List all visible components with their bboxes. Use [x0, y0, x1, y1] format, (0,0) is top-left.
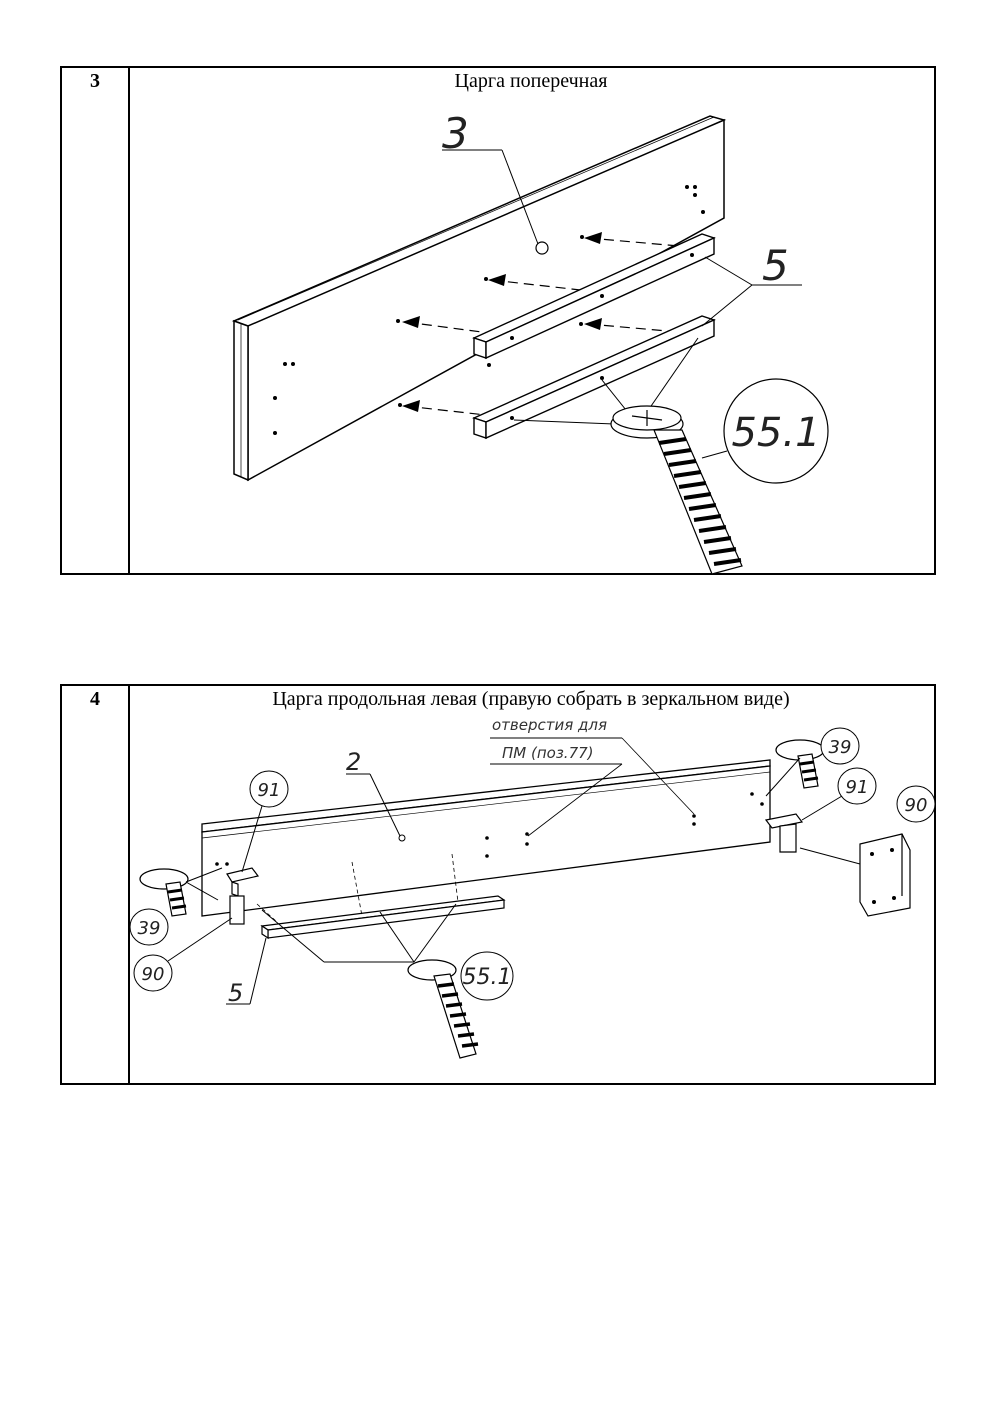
assembly-step-4: 4 Царга продольная левая (правую собрать… [60, 684, 936, 1085]
step-number: 3 [90, 70, 100, 92]
hole-note-line-1: отверстия для [492, 716, 607, 734]
left-screw-thread [167, 888, 187, 910]
center-hole [535, 241, 549, 255]
assembly-step-3: 3 Царга поперечная [60, 66, 936, 575]
callout-55-1: 55.1 [463, 965, 512, 990]
center-hole [398, 834, 406, 842]
center-screw-leaders [261, 903, 457, 963]
callout-circle-55-1 [723, 378, 829, 484]
right-screw-thread [799, 760, 819, 782]
callout-91-right: 91 [846, 777, 869, 798]
callout-5: 5 [762, 241, 789, 290]
right-plate-90 [859, 833, 911, 917]
step-number-cell: 3 [62, 68, 130, 573]
step-title: Царга поперечная [454, 70, 608, 92]
callout-55-1: 55.1 [731, 410, 820, 456]
wooden-bars [472, 233, 716, 440]
panel-holes [215, 792, 764, 866]
step-number: 4 [90, 688, 100, 710]
step-number-cell: 4 [62, 686, 130, 1083]
bar-holes [510, 253, 694, 420]
note-leaders [527, 737, 695, 837]
callout-3: 3 [442, 109, 469, 158]
callout-90-left: 90 [142, 964, 165, 985]
callout-91-left: 91 [258, 780, 281, 801]
callout-39-left: 39 [138, 918, 161, 939]
callout-2: 2 [346, 748, 361, 776]
side-rail-panel [201, 759, 771, 917]
arrowheads [402, 232, 602, 412]
callout-90-right: 90 [905, 795, 928, 816]
hole-note-line-2: ПМ (поз.77) [502, 744, 594, 762]
callout-39-right: 39 [829, 737, 852, 758]
right-bracket-91 [764, 813, 804, 853]
side-rail-drawing: 2 отверстия для ПМ (поз.77) 5 [129, 716, 936, 1059]
screw-55-1 [610, 405, 743, 575]
step-title: Царга продольная левая (правую собрать в… [272, 688, 790, 710]
leader-55-1 [701, 450, 728, 459]
wooden-bar [260, 895, 506, 940]
bar-dashes [256, 853, 459, 923]
screw-thread [658, 437, 742, 566]
panel-holes [273, 185, 705, 435]
callout-5: 5 [228, 979, 243, 1007]
crossbar-panel [231, 115, 727, 482]
crossbar-drawing: 3 5 55.1 [231, 109, 829, 575]
right-plate-holes [870, 848, 896, 904]
center-screw-thread [437, 982, 479, 1048]
left-plate-90 [229, 895, 245, 925]
